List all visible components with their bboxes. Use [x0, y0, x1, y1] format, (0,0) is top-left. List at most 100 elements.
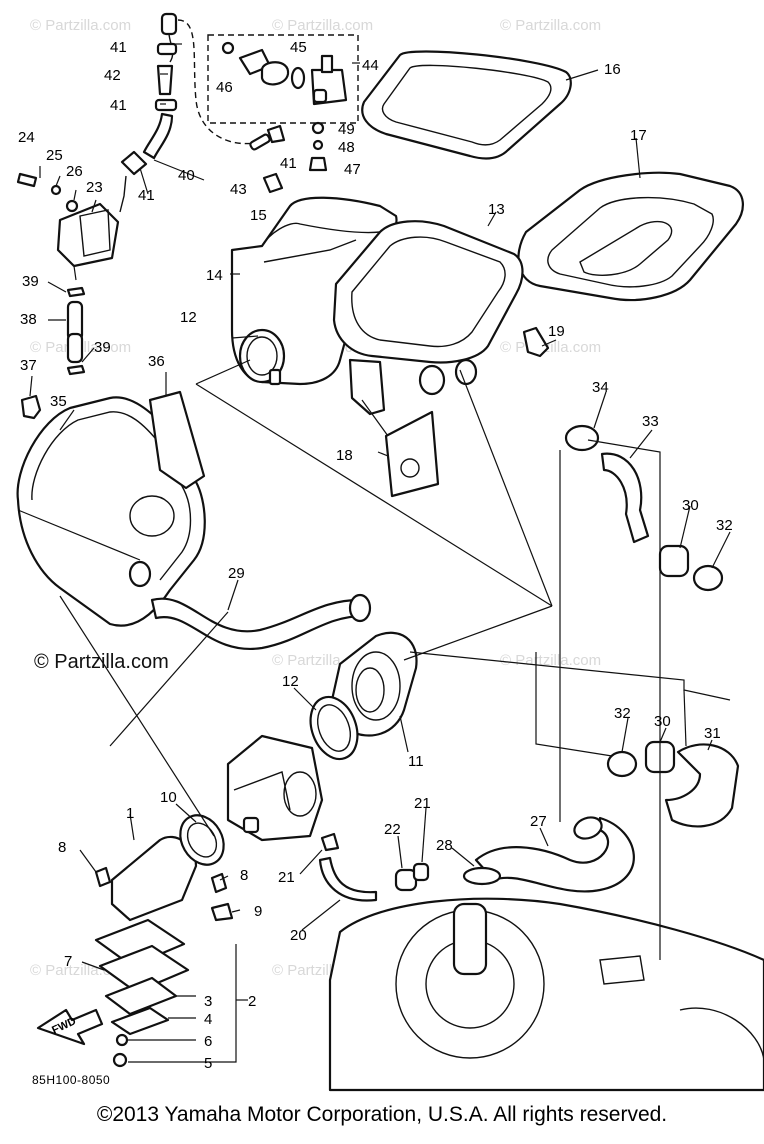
bolt-24	[16, 172, 38, 188]
callout-41: 41	[280, 155, 297, 172]
clip-21-a	[320, 832, 340, 852]
callout-36: 36	[148, 353, 165, 370]
filter-element-16	[361, 50, 572, 160]
callout-33: 33	[642, 413, 659, 430]
callout-21: 21	[278, 869, 295, 886]
callout-15: 15	[250, 207, 267, 224]
callout-43: 43	[230, 181, 247, 198]
diaphragm-45	[260, 61, 290, 86]
callout-40: 40	[178, 167, 195, 184]
band-28	[462, 866, 502, 886]
callout-48: 48	[338, 139, 355, 156]
callout-41: 41	[138, 187, 155, 204]
callout-11: 11	[408, 753, 424, 770]
clamp-12-mid	[309, 695, 359, 761]
reference-lines	[17, 359, 731, 960]
reed-3	[104, 976, 178, 1016]
watermark-text: © Partzilla.com	[500, 17, 601, 34]
callout-12: 12	[180, 309, 197, 326]
callout-5: 5	[204, 1055, 212, 1072]
callout-16: 16	[604, 61, 621, 78]
screw-15	[262, 172, 284, 194]
carburetor	[226, 734, 324, 842]
callout-22: 22	[384, 821, 401, 838]
callout-47: 47	[344, 161, 361, 178]
solenoid-23-group	[16, 172, 127, 281]
stopper-4	[110, 1006, 170, 1036]
air-cleaner-case-13	[332, 220, 524, 416]
hose-29	[150, 597, 366, 651]
callout-32: 32	[716, 517, 733, 534]
callout-21: 21	[414, 795, 431, 812]
callout-41: 41	[110, 39, 127, 56]
callout-12: 12	[282, 673, 299, 690]
clamp-41	[120, 150, 148, 176]
callout-44: 44	[362, 57, 379, 74]
callout-37: 37	[20, 357, 37, 374]
diagram-code: 85H100-8050	[32, 1073, 111, 1087]
callout-39: 39	[94, 339, 111, 356]
callout-39: 39	[22, 273, 39, 290]
hose-38-group	[66, 286, 86, 376]
watermark-main: © Partzilla.com	[34, 651, 169, 673]
solenoid-23	[56, 202, 120, 268]
callout-26: 26	[66, 163, 83, 180]
screw-46	[221, 41, 235, 55]
callout-14: 14	[206, 267, 223, 284]
manifold-1	[110, 814, 225, 922]
screw-5	[112, 1052, 128, 1068]
bolt-47	[308, 156, 328, 172]
clamp-32-b	[606, 750, 638, 778]
callout-45: 45	[290, 39, 307, 56]
callout-23: 23	[86, 179, 103, 196]
breather-hose-group	[120, 12, 267, 176]
callout-25: 25	[46, 147, 63, 164]
callout-42: 42	[104, 67, 121, 84]
callout-30: 30	[654, 713, 671, 730]
callout-3: 3	[204, 993, 212, 1010]
oring-49	[311, 121, 325, 135]
callout-10: 10	[160, 789, 177, 806]
bolt-8a	[94, 866, 112, 888]
duct-33	[600, 452, 650, 544]
case-port-2	[454, 358, 478, 386]
callout-9: 9	[254, 903, 262, 920]
joint-31	[664, 743, 740, 828]
bolt-37	[20, 394, 42, 420]
plate-18	[384, 410, 440, 498]
callout-27: 27	[530, 813, 547, 830]
callout-34: 34	[592, 379, 609, 396]
callout-35: 35	[50, 393, 67, 410]
reed-valve-stack	[94, 918, 190, 1068]
callout-19: 19	[548, 323, 565, 340]
watermark-text: © Partzilla.com	[272, 17, 373, 34]
clamp-34	[564, 424, 600, 452]
duct-27	[474, 816, 635, 893]
collar-26	[65, 199, 79, 213]
callout-20: 20	[290, 927, 307, 944]
callout-38: 38	[20, 311, 37, 328]
callout-8: 8	[58, 839, 66, 856]
callout-24: 24	[18, 129, 35, 146]
washer-6	[115, 1033, 129, 1047]
hose-20	[318, 856, 378, 902]
callout-49: 49	[338, 121, 355, 138]
valve-assembly-44	[207, 34, 359, 124]
fwd-arrow: FWD	[36, 1008, 104, 1046]
watermark-text: © Partzilla.com	[500, 339, 601, 356]
callout-29: 29	[228, 565, 245, 582]
callout-8: 8	[240, 867, 248, 884]
callout-1: 1	[126, 805, 134, 822]
clip-41-top	[160, 12, 178, 36]
watermark-text: © Partzilla.com	[30, 17, 131, 34]
callout-32: 32	[614, 705, 631, 722]
callout-17: 17	[630, 127, 647, 144]
clamp-10	[179, 814, 225, 866]
washer-25	[50, 184, 62, 196]
callout-28: 28	[436, 837, 453, 854]
copyright-notice: ©2013 Yamaha Motor Corporation, U.S.A. A…	[96, 1103, 668, 1126]
clip-21-b	[412, 862, 430, 882]
pipe-43	[249, 133, 271, 151]
bolt-8b	[210, 872, 228, 894]
bracket-9	[210, 902, 234, 922]
